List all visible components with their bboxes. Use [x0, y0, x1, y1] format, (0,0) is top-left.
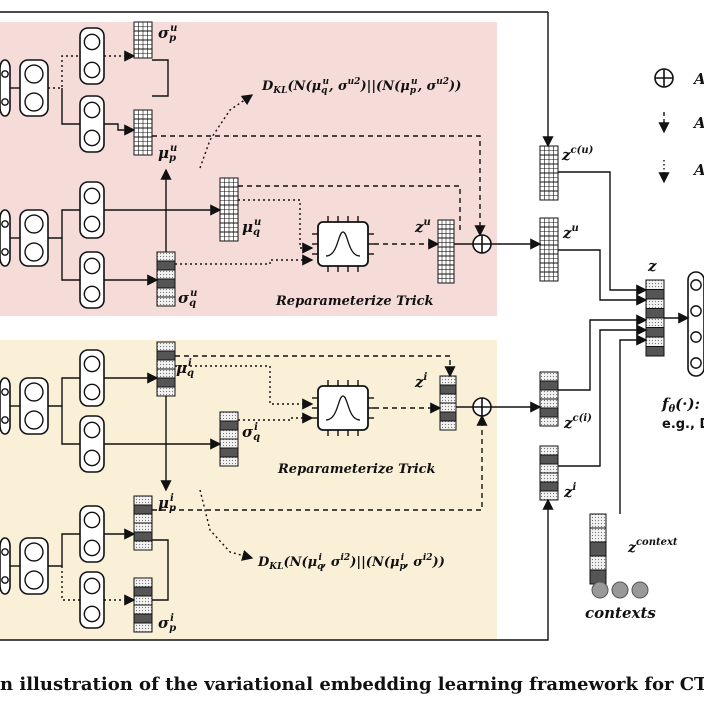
edge-item-sigma-chip: [238, 412, 314, 424]
combine-plus-user: [472, 234, 492, 254]
predictor-node: [687, 271, 704, 377]
z-u-vector-inner: [437, 219, 455, 284]
edge-mu-p-dashed: [152, 135, 486, 237]
edge-zu-z: [558, 249, 648, 306]
mu-p-u-vector: [133, 109, 153, 156]
user-prior-node-top: [79, 27, 105, 85]
context-node-3: [631, 581, 649, 599]
item-input-node-a: [0, 377, 11, 435]
z-ci-label: zc(i): [563, 413, 592, 432]
z-i-vector: [539, 445, 559, 501]
user-encoder-node-1: [19, 59, 49, 117]
mu-q-u-vector: [219, 177, 239, 242]
mu-p-i-vector: [133, 495, 153, 551]
edge-ctx-z: [619, 334, 648, 514]
user-input-node-b: [0, 209, 11, 267]
sigma-p-u-label: σpu: [158, 23, 177, 44]
edge-zcu-z: [558, 171, 648, 296]
mu-q-i-label: μqi: [176, 358, 194, 379]
mu-p-i-label: μpi: [158, 493, 176, 514]
reparam-chip-user: [312, 216, 374, 272]
brace-user: [152, 59, 169, 97]
edge-sigma-q-chip: [175, 254, 314, 266]
reparam-chip-item: [312, 380, 374, 436]
edge-mu-q-dashed: [238, 185, 461, 230]
user-post-node-bottom: [79, 251, 105, 309]
context-node-2: [611, 581, 629, 599]
z-i-vector-inner: [439, 375, 457, 431]
kl-formula-item: DKL(N(μqi, σi2)||(N(μpi, σi2)): [257, 553, 445, 572]
z-context-vector: [589, 513, 607, 585]
user-post-node-top: [79, 181, 105, 239]
sigma-q-u-label: σqu: [178, 288, 197, 309]
edge-bottom-rail: [0, 498, 554, 641]
z-i-label-inner: zi: [414, 372, 428, 391]
edge-item-enc-top: [48, 377, 80, 407]
connector-lines: [0, 11, 690, 641]
edge-zi-z: [558, 324, 648, 467]
z-concat-vector: [645, 279, 665, 357]
edge-kl-item: [199, 489, 254, 561]
combine-plus-item: [472, 397, 492, 417]
edge-mu-p-i-dashed: [152, 414, 488, 511]
item-prior-node-top: [79, 505, 105, 563]
edge-enc-post-top: [48, 209, 80, 239]
legend: A A A: [654, 68, 704, 184]
z-u-vector: [539, 217, 559, 282]
edge-item-enc2-top: [48, 533, 80, 567]
mu-p-u-label: μpu: [158, 143, 177, 164]
sigma-q-u-vector: [156, 251, 176, 307]
context-node-1: [591, 581, 609, 599]
item-prior-node-bottom: [79, 571, 105, 629]
legend-dashed-text: A: [692, 114, 704, 132]
edge-enc-post-bot: [61, 238, 80, 281]
z-ci-vector: [539, 371, 559, 427]
reparameterize-trick-user: Reparameterize Trick: [275, 294, 434, 309]
z-cu-vector: [539, 145, 559, 201]
contexts-label: contexts: [585, 604, 656, 622]
edge-mu-q-chip: [238, 199, 314, 254]
user-input-node-a: [0, 59, 11, 117]
sigma-q-i-label: σqi: [242, 422, 260, 443]
edge-enc-prior-top: [48, 55, 80, 89]
user-encoder-node-2: [19, 209, 49, 267]
z-cu-label: zc(u): [561, 145, 594, 164]
sigma-p-i-vector: [133, 577, 153, 633]
diagram-canvas: σpu μpu μqu σqu DKL(N(μqu, σu2)||(N(μpu,…: [0, 11, 704, 641]
sigma-p-i-label: σpi: [158, 613, 176, 634]
f-theta-label: fθ(·):: [661, 395, 700, 415]
item-encoder-node-1: [19, 377, 49, 435]
mu-q-u-label: μqu: [242, 217, 261, 238]
item-encoder-node-2: [19, 537, 49, 595]
user-prior-node-bottom: [79, 95, 105, 153]
edge-item-enc-bot: [61, 406, 80, 445]
edge-enc-prior-bot: [61, 88, 80, 125]
edge-item-mu-dashed: [175, 355, 456, 378]
z-concat-label: z: [647, 257, 657, 275]
edge-zci-z: [558, 314, 648, 391]
figure-caption: n illustration of the variational embedd…: [0, 674, 704, 695]
f-example-label: e.g., D: [662, 417, 704, 432]
z-i-label: zi: [563, 482, 577, 501]
user-panel: [0, 22, 497, 316]
sigma-p-u-vector: [133, 21, 153, 59]
legend-dotted-text: A: [692, 161, 704, 179]
edge-item-enc2-bot: [61, 566, 80, 601]
edge-prior-bot-mu: [104, 123, 136, 136]
reparameterize-trick-item: Reparameterize Trick: [277, 462, 436, 477]
kl-formula-user: DKL(N(μqu, σu2)||(N(μpu, σu2)): [261, 77, 461, 96]
brace-item: [152, 539, 169, 601]
z-u-label: zu: [562, 223, 579, 242]
item-post-node-bottom: [79, 415, 105, 473]
mu-q-i-vector: [156, 341, 176, 397]
legend-plus-text: A: [692, 70, 704, 88]
item-input-node-b: [0, 537, 11, 595]
item-post-node-top: [79, 349, 105, 407]
z-context-label: zcontext: [627, 537, 678, 556]
z-u-label-inner: zu: [414, 217, 431, 236]
sigma-q-i-vector: [219, 411, 239, 467]
